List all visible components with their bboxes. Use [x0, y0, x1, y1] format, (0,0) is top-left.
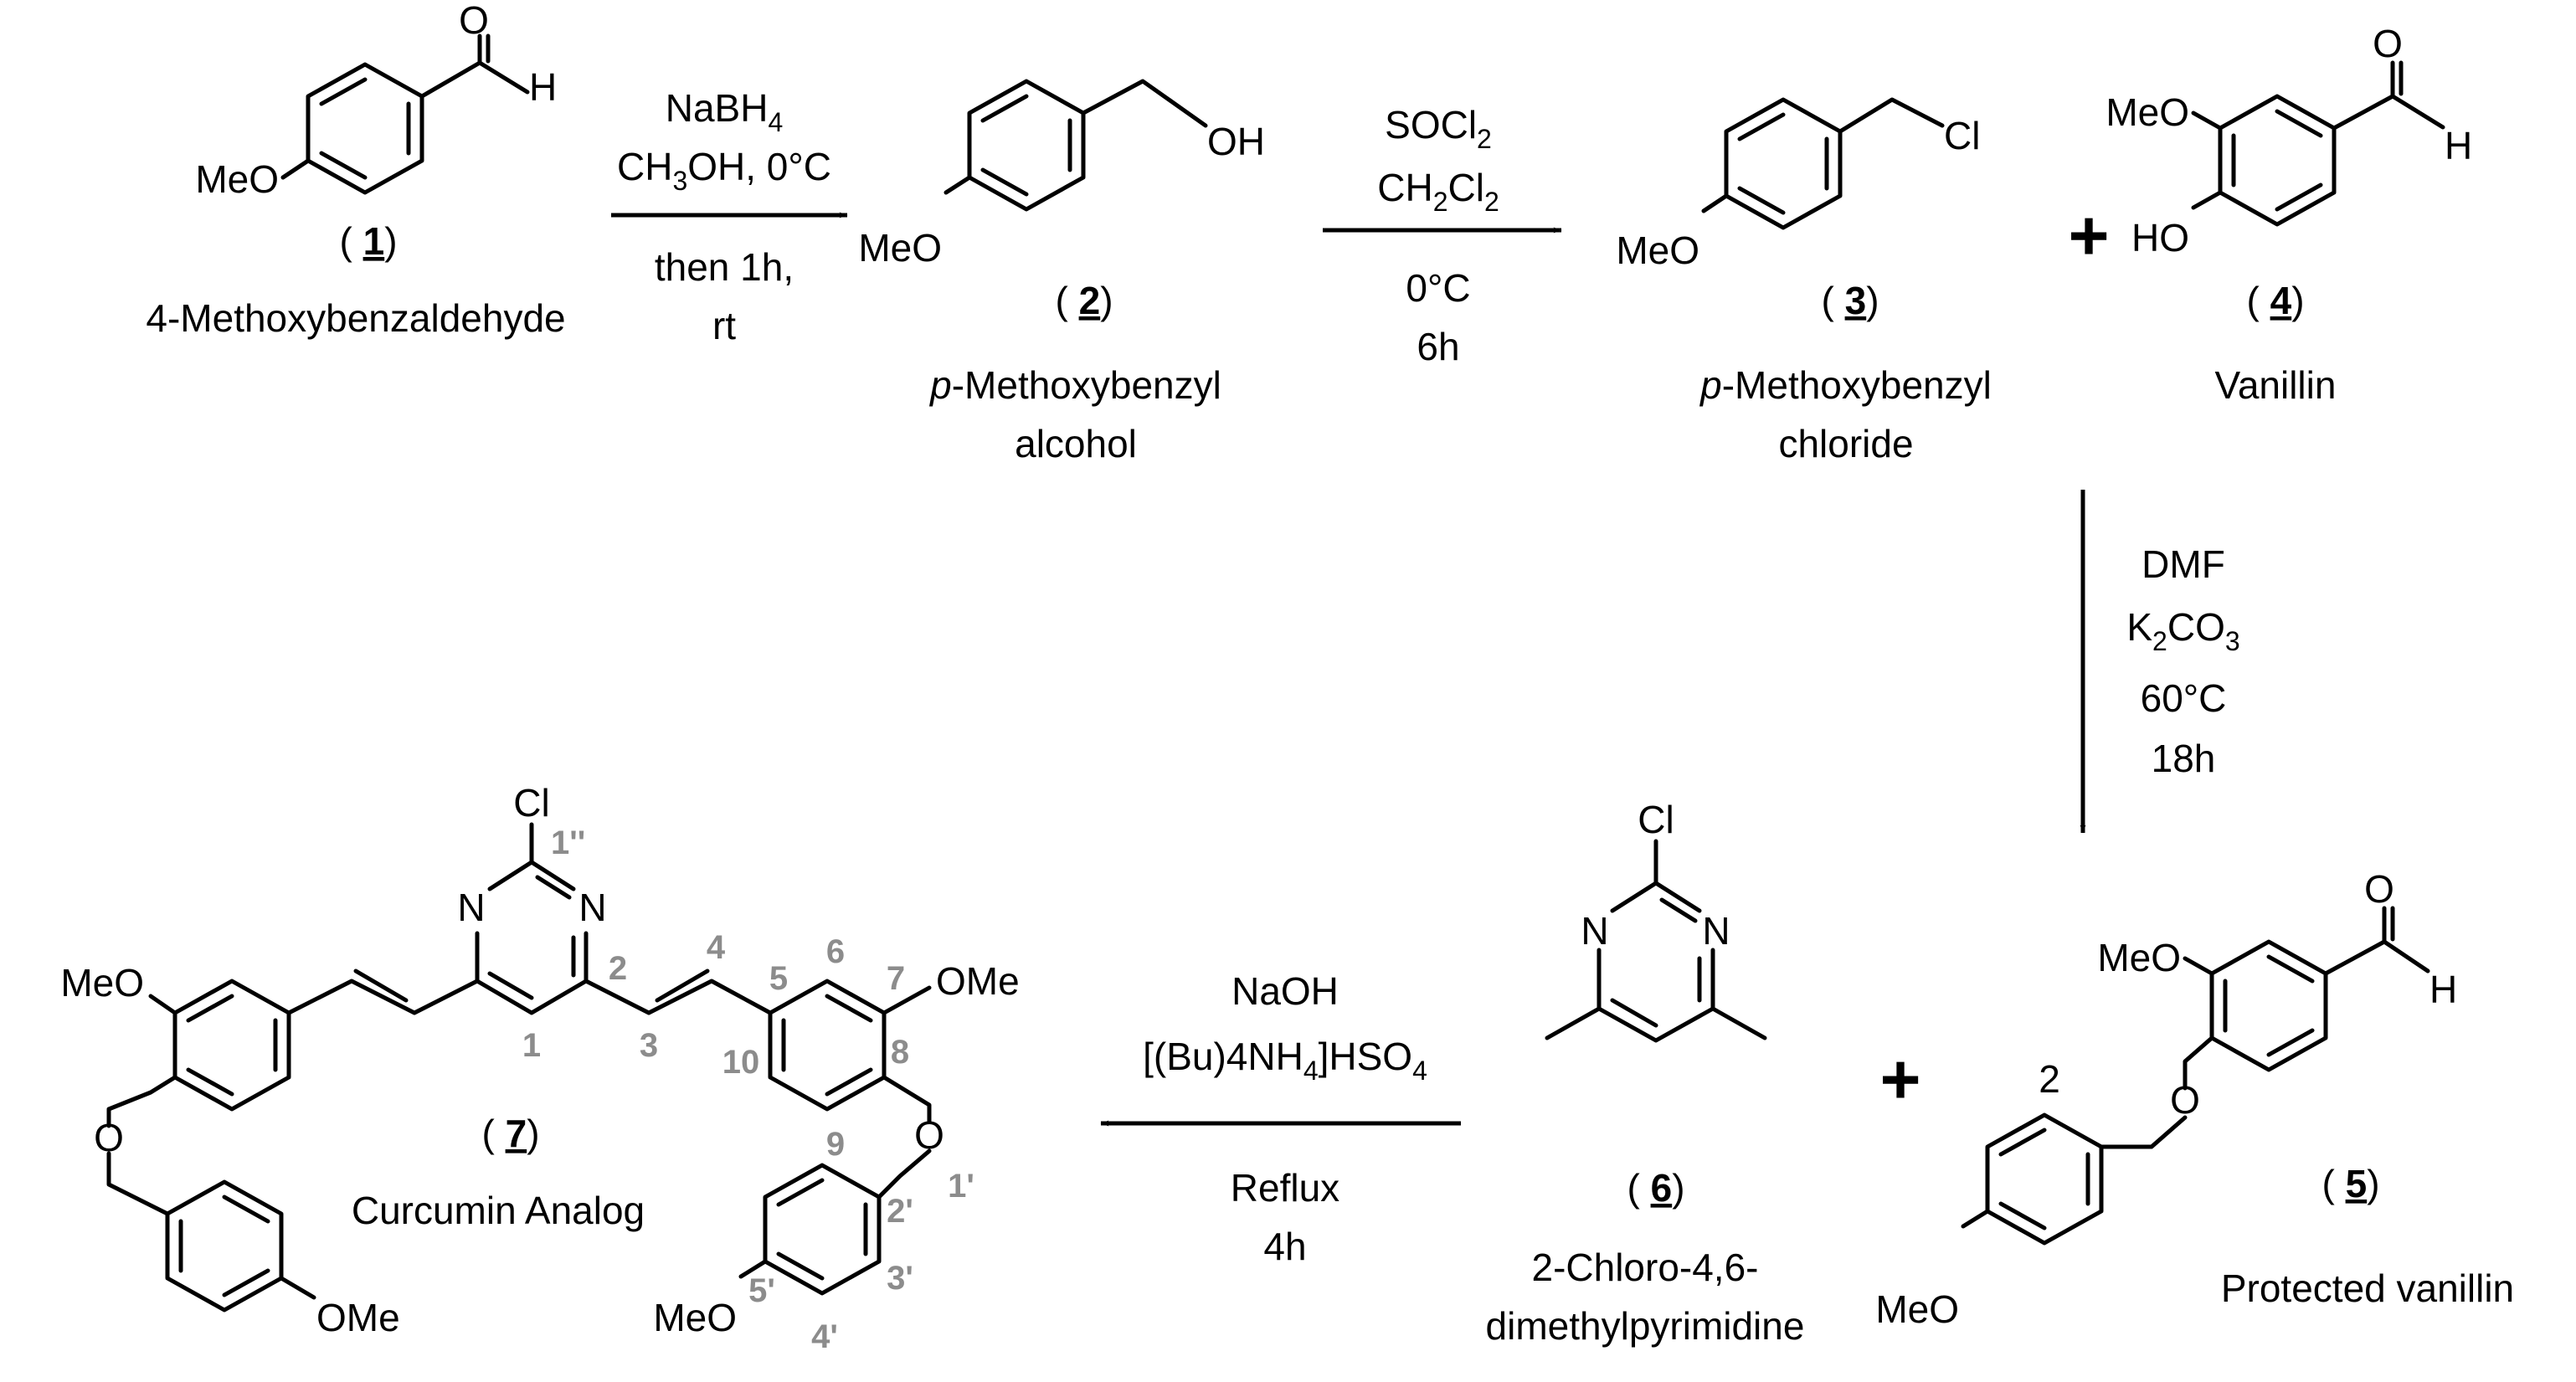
oxygen-label: O: [459, 0, 489, 42]
atom-number-8: 8: [891, 1034, 909, 1071]
condition-temp: 60°C: [2141, 676, 2227, 720]
hydrogen-label: H: [2445, 124, 2472, 167]
atom-number-4: 4: [707, 929, 726, 966]
methoxy-label: MeO: [1875, 1287, 1959, 1331]
compound-7-atom-numbering: 1'' 2 1 3 4 5 6 7 8 9 10 1' 2' 3' 4' 5': [522, 825, 974, 1355]
oxygen-label: O: [2373, 22, 2403, 65]
compound-6-number: ( 6): [1627, 1166, 1684, 1210]
methoxy-label: MeO: [60, 961, 144, 1004]
compound-6-name-line2: dimethylpyrimidine: [1486, 1304, 1805, 1348]
compound-1-structure: O H MeO: [195, 0, 557, 201]
stoichiometry-coefficient: 2: [2039, 1057, 2060, 1101]
hydroxyl-label: OH: [1207, 120, 1265, 163]
compound-5-structure: O H MeO O MeO: [1875, 867, 2457, 1331]
plus-sign: +: [1879, 1040, 1920, 1118]
methoxy-label: OMe: [936, 959, 1020, 1003]
compound-4-name: Vanillin: [2215, 363, 2337, 407]
nitrogen-label: N: [1702, 909, 1730, 953]
compound-5-name: Protected vanillin: [2221, 1266, 2514, 1310]
methoxy-label: MeO: [2097, 936, 2181, 979]
atom-number-6: 6: [826, 933, 845, 970]
ether-oxygen-label: O: [94, 1116, 124, 1159]
compound-3-structure: Cl MeO: [1616, 97, 1980, 272]
solvent-dichloromethane: CH2Cl2: [1377, 166, 1499, 217]
compound-1-name: 4-Methoxybenzaldehyde: [146, 296, 565, 340]
chlorine-label: Cl: [1944, 114, 1980, 157]
nitrogen-label: N: [578, 886, 606, 929]
compound-1-number: ( 1): [339, 219, 397, 263]
atom-number-1: 1: [522, 1027, 541, 1064]
nitrogen-label: N: [1581, 909, 1608, 953]
atom-number-3p: 3': [887, 1260, 913, 1297]
atom-number-1p: 1': [948, 1168, 974, 1205]
compound-3-number: ( 3): [1821, 279, 1879, 322]
compound-2-name-line2: alcohol: [1015, 422, 1137, 465]
plus-sign: +: [2068, 196, 2109, 275]
condition-temp: 0°C: [1406, 266, 1470, 310]
methoxy-label: OMe: [316, 1296, 400, 1339]
condition-reflux: Reflux: [1231, 1166, 1339, 1210]
reaction-3-conditions: DMF K2CO3 60°C 18h: [2126, 542, 2239, 780]
compound-6-structure: Cl N N: [1545, 798, 1767, 1043]
nitrogen-label: N: [457, 886, 485, 929]
hydrogen-label: H: [529, 65, 557, 109]
reaction-4-conditions: NaOH [(Bu)4NH4]HSO4 Reflux 4h: [1143, 969, 1427, 1268]
base-potassium-carbonate: K2CO3: [2126, 605, 2239, 656]
methoxy-label: MeO: [2106, 90, 2189, 134]
atom-number-5p: 5': [748, 1272, 775, 1309]
methoxy-label: MeO: [653, 1296, 737, 1339]
reagent-nabh4: NaBH4: [666, 86, 784, 137]
reagent-methanol: CH3OH, 0°C: [617, 145, 831, 196]
oxygen-label: O: [2364, 867, 2394, 911]
reaction-1-conditions: NaBH4 CH3OH, 0°C then 1h, rt: [617, 86, 831, 347]
compound-4-number: ( 4): [2246, 279, 2304, 322]
chlorine-label: Cl: [513, 781, 549, 825]
compound-7-number: ( 7): [481, 1112, 539, 1155]
atom-number-2: 2: [609, 950, 627, 987]
atom-number-10: 10: [722, 1044, 760, 1081]
ether-oxygen-label: O: [914, 1113, 944, 1157]
atom-number-4p: 4': [811, 1318, 838, 1355]
reagent-thionyl-chloride: SOCl2: [1385, 103, 1492, 154]
base-naoh: NaOH: [1231, 969, 1339, 1013]
condition-time: 4h: [1263, 1225, 1306, 1268]
atom-number-5: 5: [769, 960, 788, 997]
hydroxy-label: HO: [2131, 216, 2189, 259]
condition-time: then 1h,: [655, 245, 794, 289]
phase-transfer-catalyst: [(Bu)4NH4]HSO4: [1143, 1035, 1427, 1086]
compound-6-name: 2-Chloro-4,6-: [1532, 1246, 1759, 1289]
atom-number-9: 9: [826, 1126, 845, 1163]
compound-5-number: ( 5): [2321, 1162, 2379, 1205]
compound-2-structure: OH MeO: [858, 79, 1265, 270]
compound-2-name: p-Methoxybenzyl: [928, 363, 1221, 407]
condition-time: 6h: [1417, 325, 1459, 368]
atom-number-1pp: 1'': [551, 825, 585, 861]
hydrogen-label: H: [2429, 968, 2457, 1011]
compound-2-number: ( 2): [1055, 279, 1113, 322]
ether-oxygen-label: O: [2170, 1078, 2200, 1122]
solvent-dmf: DMF: [2142, 542, 2225, 586]
chlorine-label: Cl: [1638, 798, 1674, 841]
condition-time: 18h: [2152, 737, 2216, 780]
condition-temp: rt: [712, 304, 736, 347]
methoxy-label: MeO: [1616, 229, 1699, 272]
compound-3-name-line2: chloride: [1778, 422, 1913, 465]
atom-number-7: 7: [887, 960, 905, 997]
compound-3-name: p-Methoxybenzyl: [1699, 363, 1992, 407]
atom-number-2p: 2': [887, 1193, 913, 1230]
compound-4-structure: O H MeO HO: [2106, 22, 2472, 259]
compound-7-structure: Cl N N OMe O MeO MeO O OMe: [60, 781, 1019, 1339]
atom-number-3: 3: [640, 1027, 658, 1064]
methoxy-label: MeO: [195, 157, 279, 201]
reaction-2-conditions: SOCl2 CH2Cl2 0°C 6h: [1377, 103, 1499, 368]
compound-7-name: Curcumin Analog: [352, 1189, 645, 1232]
methoxy-label: MeO: [858, 226, 942, 270]
